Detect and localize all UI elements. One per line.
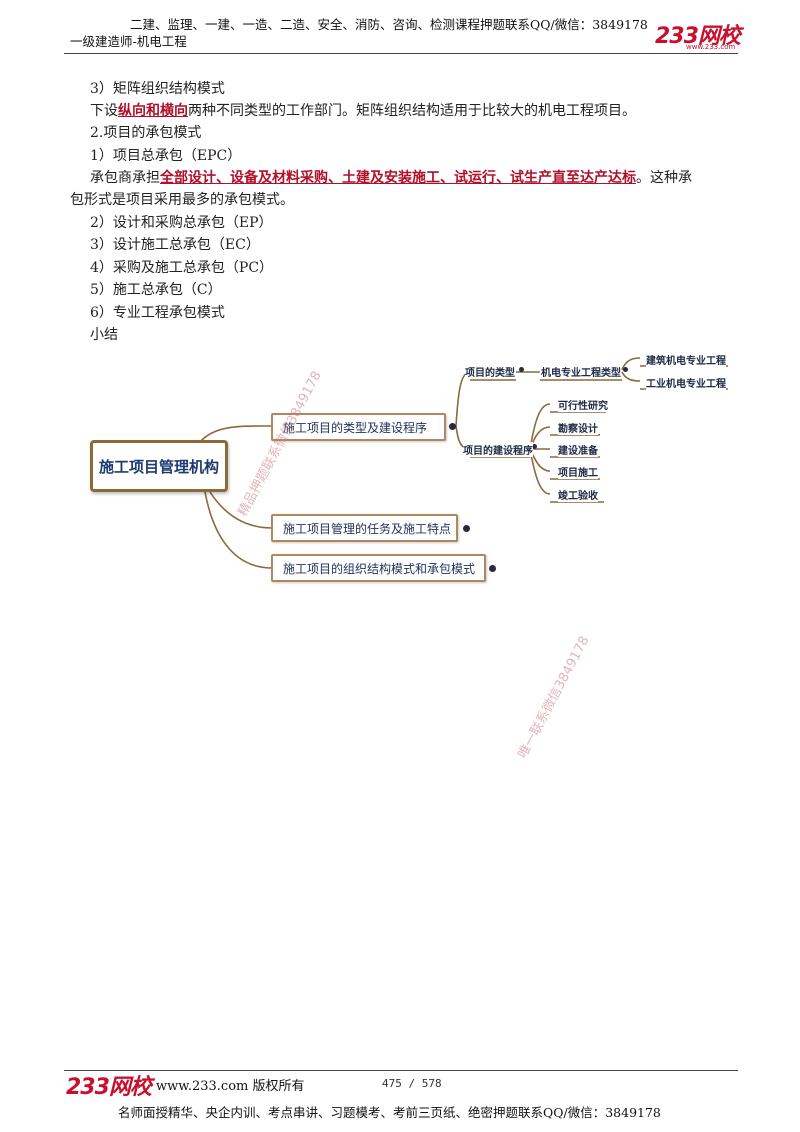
header-divider [64,53,738,54]
para-epc-desc-cont: 包形式是项目采用最多的承包模式。 [70,192,294,208]
mindmap-label-mep-type: 机电专业工程类型 [541,364,621,379]
header-subject: 一级建造师-机电工程 [70,34,187,49]
mindmap-node-structure-contract: 施工项目的组织结构模式和承包模式 [271,554,486,582]
watermark-contact: 唯一联系微信3849178 [515,633,593,761]
header-contact-line: 二建、监理、一建、一造、二造、安全、消防、咨询、检测课程押题联系QQ/微信：38… [130,17,648,32]
header-logo: 233网校 [655,24,741,49]
highlight-epc-scope: 全部设计、设备及材料采购、土建及安装施工、试运行、试生产直至达产达标 [160,170,636,186]
footer-copyright: www.233.com 版权所有 [156,1079,305,1094]
footer-divider [64,1070,738,1071]
para-matrix-structure: 3）矩阵组织结构模式 [90,81,225,97]
para-c: 5）施工总承包（C） [90,282,222,298]
connector-dot-icon [532,444,537,449]
para-ec: 3）设计施工总承包（EC） [90,237,260,253]
mindmap-root-node: 施工项目管理机构 [90,440,228,492]
para-matrix-desc: 下设纵向和横向两种不同类型的工作部门。矩阵组织结构适用于比较大的机电工程项目。 [90,103,636,119]
mindmap-leaf-survey-design: 勘察设计 [558,420,598,435]
highlight-vertical-horizontal: 纵向和横向 [118,103,188,119]
para-ep: 2）设计和采购总承包（EP） [90,215,273,231]
para-pc: 4）采购及施工总承包（PC） [90,260,274,276]
para-contract-mode: 2.项目的承包模式 [90,125,202,141]
footer-contact-line: 名师面授精华、央企内训、考点串讲、习题模考、考前三页纸、绝密押题联系QQ/微信：… [118,1105,661,1120]
para-specialty: 6）专业工程承包模式 [90,305,225,321]
para-epc-desc: 承包商承担全部设计、设备及材料采购、土建及安装施工、试运行、试生产直至达产达标。… [90,170,692,186]
connector-dot-icon [519,367,524,372]
mindmap-leaf-building-mep: 建筑机电专业工程 [646,352,726,367]
para-epc: 1）项目总承包（EPC） [90,148,242,164]
header-logo-url: www.233.com [686,43,736,51]
footer-logo: 233网校 [66,1075,152,1100]
para-summary: 小结 [90,327,118,343]
mindmap-leaf-preparation: 建设准备 [558,442,598,457]
collapsed-dot-icon [463,525,470,532]
mindmap-node-tasks-features: 施工项目管理的任务及施工特点 [271,514,458,542]
connector-dot-icon [623,367,628,372]
expand-dot-icon [449,423,456,430]
collapsed-dot-icon [489,565,496,572]
page-number: 475 / 578 [382,1077,442,1090]
mindmap-leaf-feasibility: 可行性研究 [558,397,608,412]
mindmap-leaf-industrial-mep: 工业机电专业工程 [646,375,726,390]
mindmap-leaf-construction: 项目施工 [558,464,598,479]
mindmap-label-project-type: 项目的类型 [465,364,515,379]
mindmap-node-types-process: 施工项目的类型及建设程序 [271,413,446,441]
mindmap-leaf-acceptance: 竣工验收 [558,487,598,502]
mindmap-label-construction-process: 项目的建设程序 [463,442,533,457]
